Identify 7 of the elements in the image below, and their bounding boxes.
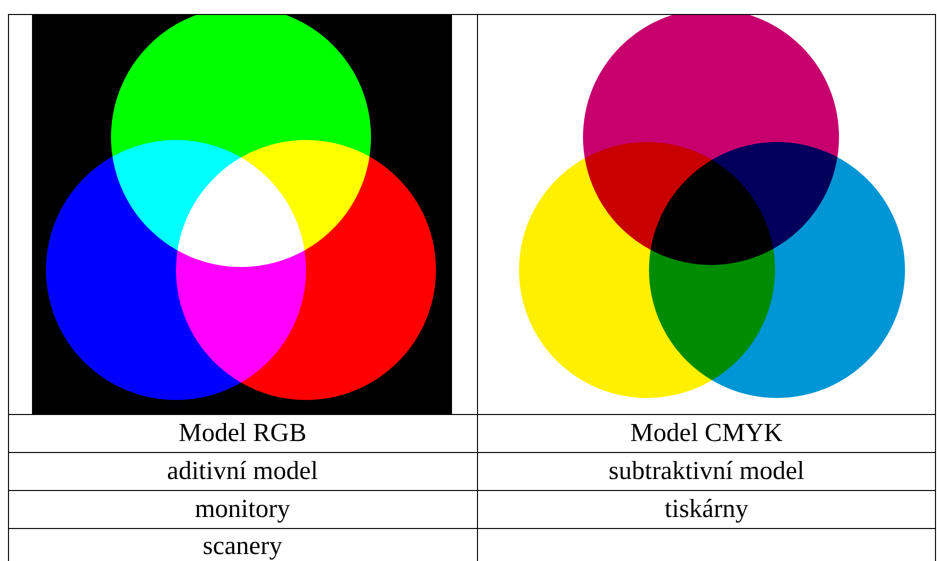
- table-text: tiskárny: [664, 494, 748, 524]
- table-text: scanery: [202, 531, 282, 561]
- column-heading: Model CMYK: [630, 418, 783, 448]
- table-text: aditivní model: [167, 456, 318, 486]
- table-text: monitory: [194, 494, 290, 524]
- table-text: subtraktivní model: [608, 456, 804, 486]
- column-heading: Model RGB: [178, 418, 306, 448]
